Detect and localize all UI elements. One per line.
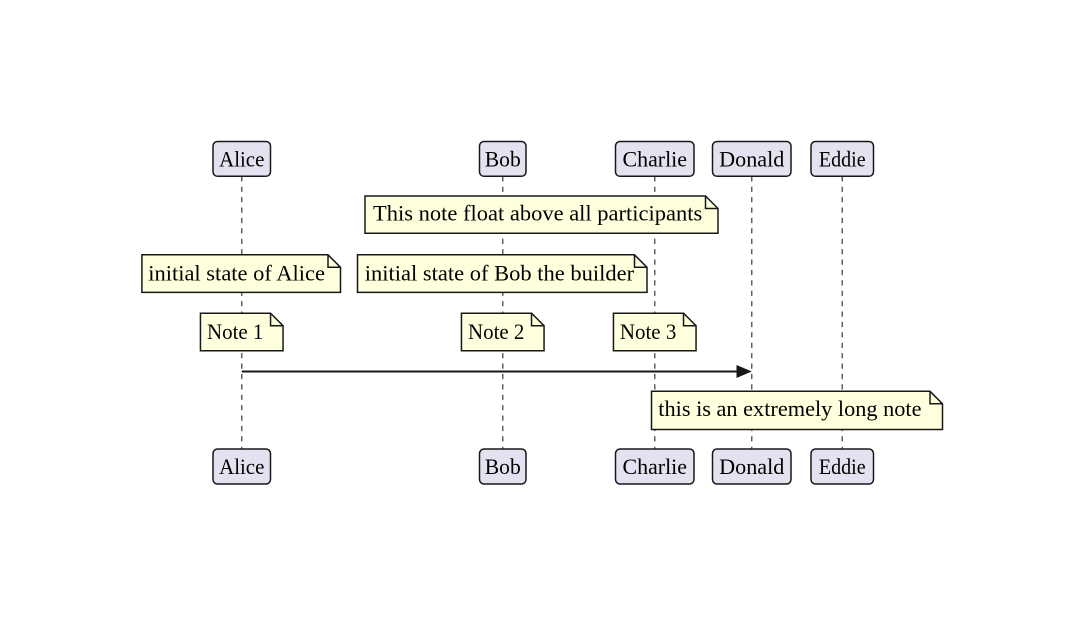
svg-text:Eddie: Eddie [819, 146, 866, 171]
svg-text:Charlie: Charlie [623, 454, 688, 479]
svg-text:Eddie: Eddie [819, 454, 866, 479]
svg-text:Note 2: Note 2 [468, 319, 524, 344]
svg-text:initial state of Alice: initial state of Alice [148, 260, 325, 285]
svg-text:Note 3: Note 3 [620, 319, 676, 344]
svg-text:Alice: Alice [219, 146, 264, 171]
svg-text:initial state of Bob the build: initial state of Bob the builder [365, 260, 635, 285]
svg-text:Note 1: Note 1 [207, 319, 263, 344]
svg-text:This note float above all part: This note float above all participants [373, 201, 702, 226]
svg-text:Donald: Donald [719, 454, 784, 479]
svg-text:Alice: Alice [219, 454, 264, 479]
svg-text:this is an extremely long note: this is an extremely long note [658, 396, 921, 421]
svg-text:Charlie: Charlie [623, 146, 688, 171]
svg-text:Donald: Donald [719, 146, 784, 171]
svg-text:Bob: Bob [485, 146, 521, 171]
svg-text:Bob: Bob [485, 454, 521, 479]
